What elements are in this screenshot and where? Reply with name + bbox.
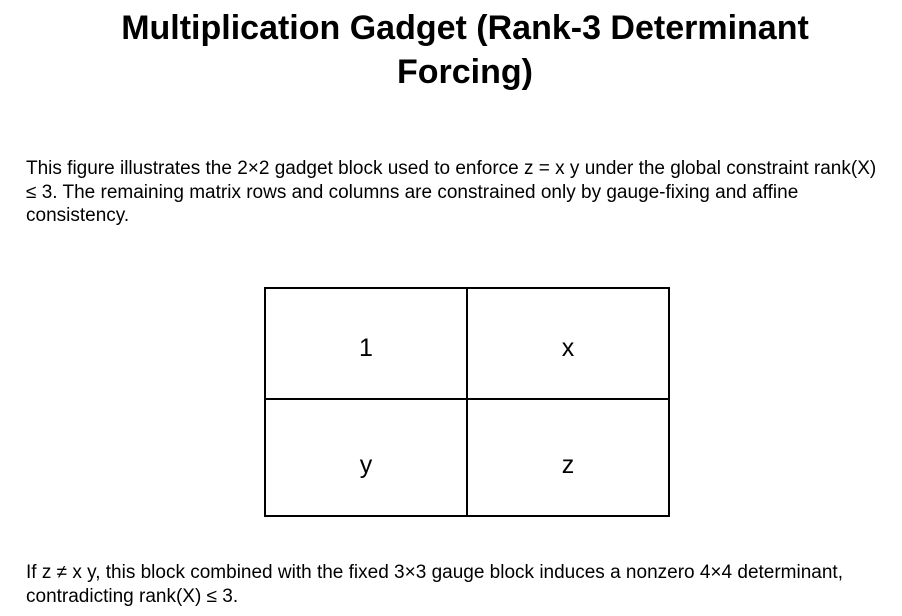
cell-top-right: x — [466, 287, 670, 400]
cell-bottom-left: y — [264, 398, 468, 517]
gadget-block-table: 1 x y z — [264, 287, 670, 517]
intro-paragraph: This figure illustrates the 2×2 gadget b… — [26, 158, 877, 226]
cell-bottom-right: z — [466, 398, 670, 517]
cell-top-left: 1 — [264, 287, 468, 400]
page-title: Multiplication Gadget (Rank-3 Determinan… — [121, 9, 809, 91]
table-row: 1 x — [264, 287, 670, 400]
table-row: y z — [264, 398, 670, 517]
conclusion-paragraph: If z ≠ x y, this block combined with the… — [26, 562, 843, 607]
